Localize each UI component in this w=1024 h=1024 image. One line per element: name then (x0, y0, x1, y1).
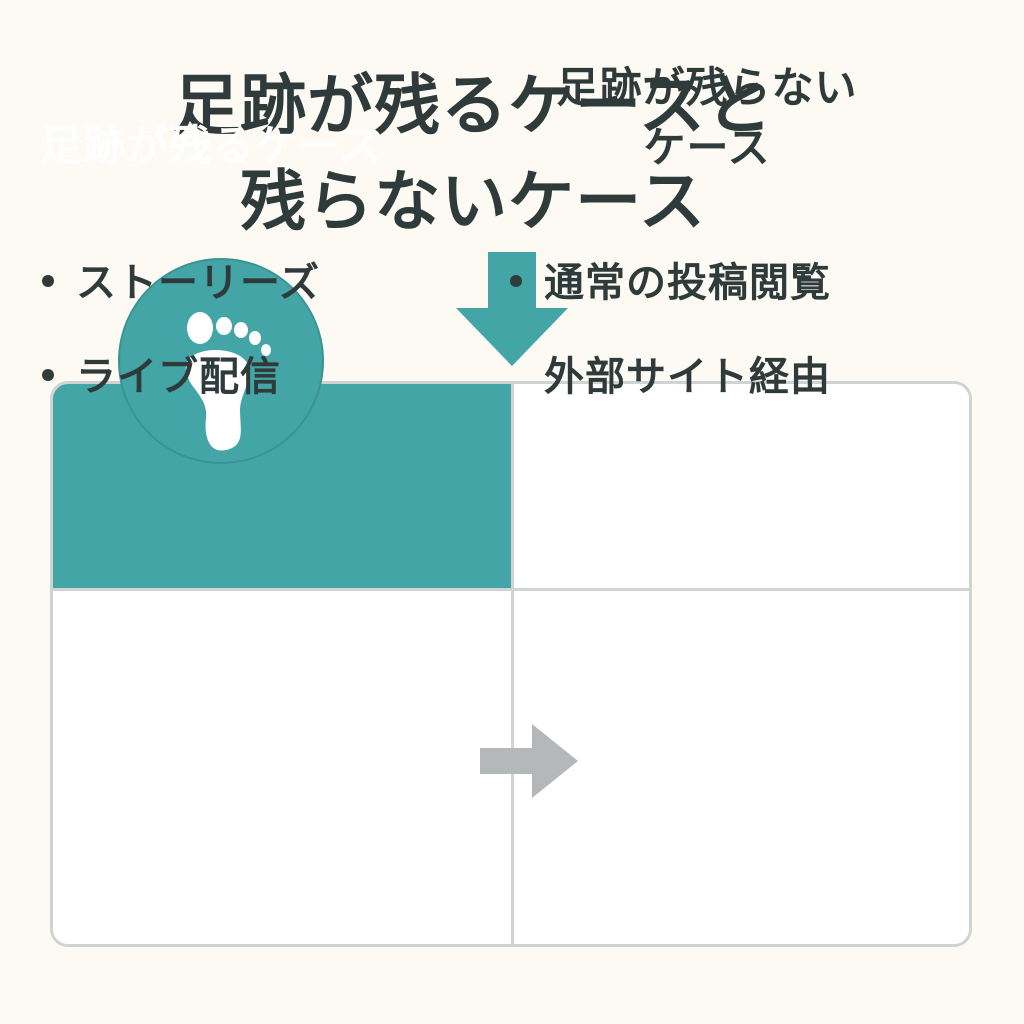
list-item: 通常の投稿閲覧 (510, 250, 831, 344)
header-footprint-left: 足跡が残るケース (40, 121, 382, 170)
header-right-line-2: ケース (643, 123, 771, 172)
page-title: 足跡が残るケースと 残らないケース (0, 58, 946, 250)
bullet-icon (42, 369, 54, 381)
list-item: ライブ配信 (42, 344, 320, 438)
list-item-label: ストーリーズ (76, 260, 320, 306)
list-item-label: 外部サイト経由 (544, 354, 831, 400)
list-item: 外部サイト経由 (510, 344, 831, 438)
right-case-list: 通常の投稿閲覧 外部サイト経由 (510, 250, 831, 438)
list-item-label: 通常の投稿閲覧 (544, 260, 831, 306)
arrow-down-icon (456, 252, 568, 366)
column-divider (511, 384, 514, 944)
list-item-label: ライブ配信 (76, 354, 281, 400)
list-item: ストーリーズ (42, 250, 320, 344)
bullet-icon (510, 275, 522, 287)
bullet-icon (42, 275, 54, 287)
left-case-list: ストーリーズ ライブ配信 (42, 250, 320, 438)
table-header-right-bg (514, 384, 969, 590)
title-line-1: 足跡が残るケースと (173, 67, 773, 144)
arrow-right-icon (480, 724, 578, 798)
title-line-2: 残らないケース (240, 163, 706, 240)
header-no-footprint: 足跡が残らない ケース (497, 58, 917, 178)
comparison-table (50, 381, 972, 947)
footprint-icon (185, 312, 271, 451)
header-right-line-1: 足跡が残らない (556, 63, 858, 112)
